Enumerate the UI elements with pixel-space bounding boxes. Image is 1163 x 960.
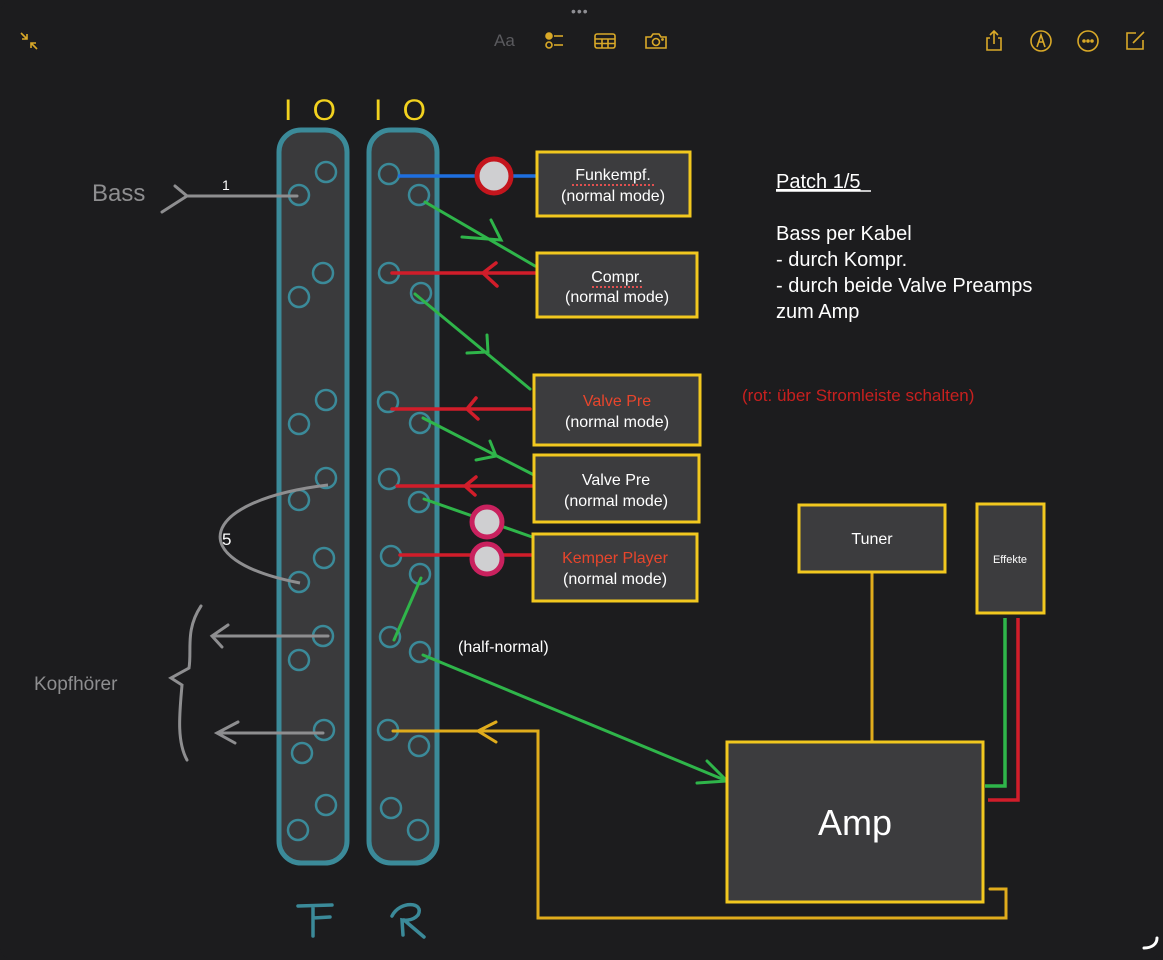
device-mode: (normal mode) (565, 289, 669, 306)
effects-send-cable (985, 618, 1007, 788)
device-name: Kemper Player (562, 550, 668, 567)
note-line: - durch beide Valve Preamps (776, 275, 1032, 297)
resize-handle-icon[interactable] (1142, 936, 1159, 950)
device-name: Compr. (591, 269, 643, 286)
patchbay-front (276, 127, 350, 866)
device-name: Funkempf. (575, 167, 651, 184)
table-icon[interactable] (592, 28, 618, 54)
patch-title: Patch 1/5 (776, 171, 861, 193)
jack-socket (408, 640, 432, 664)
camera-icon[interactable] (643, 28, 669, 54)
loop-number: 5 (222, 530, 231, 549)
jack-socket (314, 388, 338, 412)
jack-socket (287, 285, 311, 309)
device-valve-pre-1[interactable]: Valve Pre (normal mode) (532, 373, 702, 447)
jack-socket (314, 466, 338, 490)
jack-socket (312, 546, 336, 570)
patchbay-rear (366, 127, 440, 866)
headphones-label: Kopfhörer (34, 674, 118, 695)
yellow-cables (391, 572, 1008, 920)
bass-label: Bass (92, 180, 145, 207)
device-compr[interactable]: Compr. (normal mode) (535, 251, 699, 319)
device-valve-pre-2[interactable]: Valve Pre (normal mode) (532, 453, 701, 524)
loop-cable (218, 483, 329, 585)
jack-socket (407, 183, 431, 207)
front-label-F (296, 903, 334, 938)
device-mode: (normal mode) (561, 188, 665, 205)
device-mode: (normal mode) (563, 571, 667, 588)
window-grabber[interactable]: ••• (571, 3, 589, 19)
device-name: Effekte (993, 554, 1027, 566)
checklist-icon[interactable] (542, 28, 568, 54)
note-line: zum Amp (776, 301, 859, 323)
device-mode: (normal mode) (564, 493, 668, 510)
compose-icon[interactable] (1122, 28, 1148, 54)
text-format-icon[interactable]: Aa (494, 31, 515, 50)
bass-cable (160, 184, 299, 214)
markup-icon[interactable] (1028, 28, 1054, 54)
rear-label-R (390, 902, 426, 939)
jack-socket (287, 648, 311, 672)
jack-socket (378, 625, 402, 649)
jack-socket (377, 467, 401, 491)
io-label-rear: I O (374, 94, 432, 127)
power-switch-icon (469, 541, 505, 577)
bass-cable-number: 1 (222, 177, 230, 193)
half-normal-label: (half-normal) (458, 639, 549, 656)
note-line: - durch Kompr. (776, 249, 907, 271)
device-amp[interactable]: Amp (725, 740, 985, 904)
io-label-front: I O (284, 94, 342, 127)
device-name: Valve Pre (583, 393, 651, 410)
power-strip-note: (rot: über Stromleiste schalten) (742, 386, 974, 405)
jack-socket (312, 718, 336, 742)
power-switch-icon (469, 504, 505, 540)
device-kemper-player[interactable]: Kemper Player (normal mode) (531, 532, 699, 603)
jack-socket (407, 734, 431, 758)
jack-socket (290, 741, 314, 765)
note-line: Bass per Kabel (776, 223, 912, 245)
jack-socket (406, 818, 430, 842)
effects-return-cable (988, 618, 1020, 802)
jack-socket (314, 160, 338, 184)
jack-socket (379, 796, 403, 820)
jack-socket (314, 793, 338, 817)
jack-socket (311, 261, 335, 285)
device-tuner[interactable]: Tuner (797, 503, 947, 574)
device-funkempf[interactable]: Funkempf. (normal mode) (535, 150, 692, 218)
jack-socket (286, 818, 310, 842)
device-effekte[interactable]: Effekte (975, 502, 1046, 615)
collapse-icon[interactable] (16, 28, 42, 54)
jack-socket (376, 390, 400, 414)
jack-socket (409, 281, 433, 305)
more-icon[interactable] (1075, 28, 1101, 54)
red-cables (390, 261, 539, 557)
funkempf-cable (398, 156, 554, 196)
share-icon[interactable] (981, 28, 1007, 54)
jack-socket (377, 162, 401, 186)
headphone-cables (168, 604, 330, 762)
device-mode: (normal mode) (565, 414, 669, 431)
power-switch-icon (474, 156, 514, 196)
device-name: Valve Pre (582, 472, 650, 489)
device-name: Amp (818, 802, 892, 843)
jack-socket (287, 412, 311, 436)
device-name: Tuner (851, 531, 893, 548)
